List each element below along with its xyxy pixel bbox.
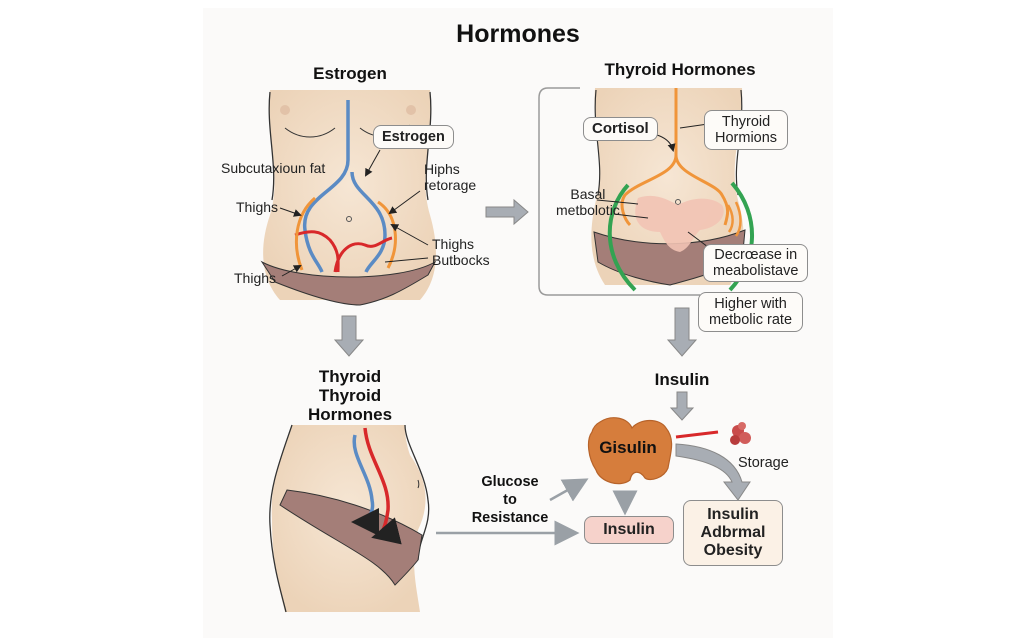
thyroid-hormones-box: Thyroid Hormions — [704, 110, 789, 150]
label-buttocks: Butbocks — [432, 252, 490, 268]
side-torso-illustration — [269, 424, 430, 613]
arrow-insulin-down — [669, 391, 695, 421]
higher-line2: metbolic rate — [709, 312, 793, 328]
thyroid-box-line2: Hormions — [715, 130, 778, 146]
arrow-down-left-block — [333, 315, 365, 357]
label-hips-line2: retorage — [424, 177, 477, 193]
label-basal-metabolic: Basal metbolotic — [556, 186, 620, 218]
higher-line1: Higher with — [714, 296, 787, 312]
gisulin-label: Gisulin — [599, 438, 657, 457]
label-thighs-right: Thighs — [432, 236, 475, 252]
glucose-line1: Glucose — [481, 474, 539, 490]
basal-line2: metbolotic — [556, 202, 620, 218]
higher-metabolic-rate-box: Higher with metbolic rate — [698, 292, 804, 332]
label-thighs-upper-left: Thighs — [236, 199, 279, 215]
estrogen-callout: Estrogen — [373, 125, 454, 149]
label-hips-line1: Hiphs — [424, 161, 460, 177]
arrow-right-block — [485, 198, 529, 226]
decrease-line2: meabolistave — [713, 263, 799, 279]
thyroid-lower-line1: Thyroid — [318, 367, 382, 386]
glucose-line3: Resistance — [471, 510, 549, 526]
arrow-to-gisulin — [549, 478, 589, 502]
glucose-line2: to — [503, 492, 517, 508]
insulin-heading: Insulin — [654, 370, 710, 389]
curved-arrow-to-obesity — [675, 443, 751, 501]
thyroid-heading: Thyroid Hormones — [604, 60, 756, 79]
gisulin-gland-shape — [587, 417, 673, 485]
insulin-abdominal-obesity-box: Insulin Adbrmal Obesity — [683, 500, 783, 566]
obesity-line3: Obesity — [703, 542, 763, 559]
decrease-line1: Decrœase in — [714, 247, 798, 263]
estrogen-heading: Estrogen — [313, 64, 387, 83]
insulin-box: Insulin — [584, 516, 674, 544]
obesity-line1: Insulin — [707, 506, 759, 523]
diagram-title: Hormones — [456, 20, 580, 48]
obesity-line2: Adbrmal — [700, 524, 766, 541]
cortisol-box: Cortisol — [583, 117, 658, 141]
thyroid-lower-line2: Thyroid — [318, 386, 382, 405]
label-thighs-lower-left: Thighs — [234, 270, 277, 286]
glucose-resistance-label: Glucose to Resistance — [450, 473, 570, 527]
thyroid-box-line1: Thyroid — [721, 114, 771, 130]
label-subcutaneous-fat: Subcutaxioun fat — [221, 160, 326, 176]
red-connector-line — [675, 430, 719, 439]
thyroid-lower-line3: Hormones — [307, 405, 393, 424]
arrow-down-right-block — [666, 307, 698, 357]
storage-label: Storage — [738, 455, 789, 471]
decrease-metabolism-box: Decrœase in meabolistave — [703, 244, 809, 282]
label-hips-storage: Hiphs retorage — [424, 161, 476, 193]
storage-fat-cluster-icon — [730, 422, 751, 445]
estrogen-torso-illustration — [260, 90, 437, 306]
thyroid-lower-heading: Thyroid Thyroid Hormones — [290, 367, 410, 424]
basal-line1: Basal — [570, 186, 606, 202]
